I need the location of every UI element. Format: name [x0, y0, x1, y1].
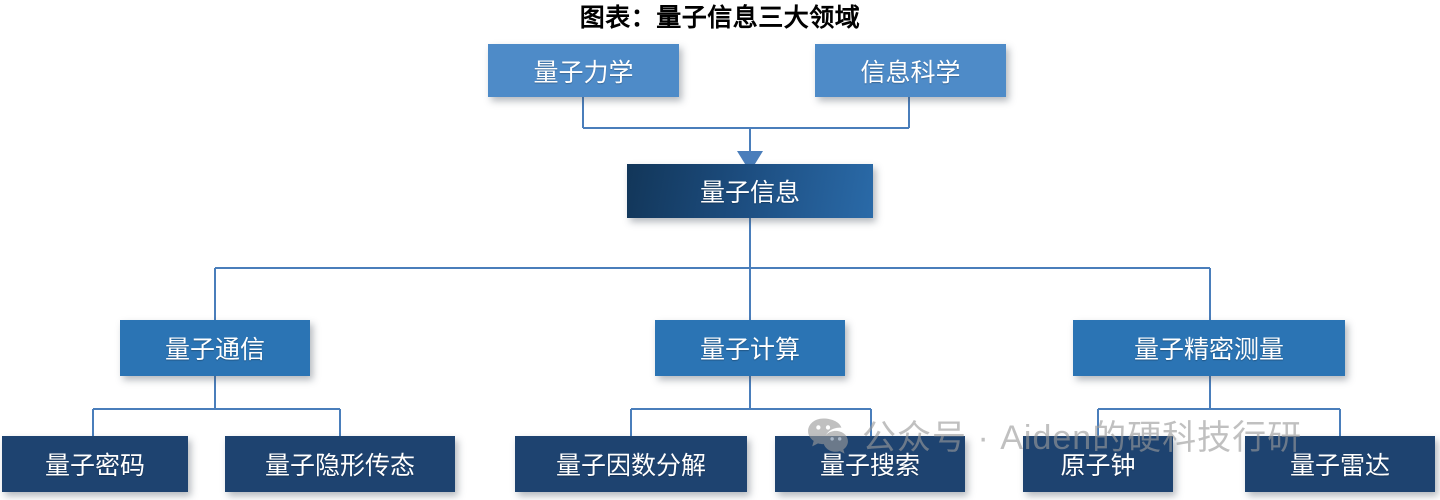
node-label: 量子因数分解 — [555, 453, 706, 480]
node-label: 信息科学 — [860, 59, 961, 87]
node-label: 量子精密测量 — [1133, 337, 1284, 364]
node-atomic-clock[interactable]: 原子钟 — [1023, 436, 1173, 492]
node-label: 量子信息 — [699, 180, 800, 207]
node-quantum-communication[interactable]: 量子通信 — [120, 320, 310, 376]
node-quantum-mechanics[interactable]: 量子力学 — [488, 44, 679, 97]
node-quantum-computing[interactable]: 量子计算 — [655, 320, 845, 376]
node-label: 量子雷达 — [1289, 453, 1390, 480]
node-quantum-cryptography[interactable]: 量子密码 — [2, 436, 188, 492]
node-label: 量子计算 — [699, 337, 800, 364]
node-information-science[interactable]: 信息科学 — [815, 44, 1006, 97]
node-quantum-radar[interactable]: 量子雷达 — [1245, 436, 1435, 492]
node-label: 量子隐形传态 — [264, 453, 415, 480]
page-title: 图表：量子信息三大领域 — [579, 5, 861, 32]
node-label: 量子力学 — [533, 59, 634, 87]
node-quantum-factoring[interactable]: 量子因数分解 — [515, 436, 747, 492]
node-quantum-teleportation[interactable]: 量子隐形传态 — [225, 436, 455, 492]
node-label: 量子搜索 — [819, 453, 920, 480]
node-quantum-precision-measurement[interactable]: 量子精密测量 — [1073, 320, 1345, 376]
node-quantum-information[interactable]: 量子信息 — [627, 164, 873, 218]
node-quantum-search[interactable]: 量子搜索 — [775, 436, 965, 492]
node-label: 原子钟 — [1060, 453, 1136, 480]
node-label: 量子通信 — [164, 337, 265, 364]
node-label: 量子密码 — [44, 453, 145, 480]
